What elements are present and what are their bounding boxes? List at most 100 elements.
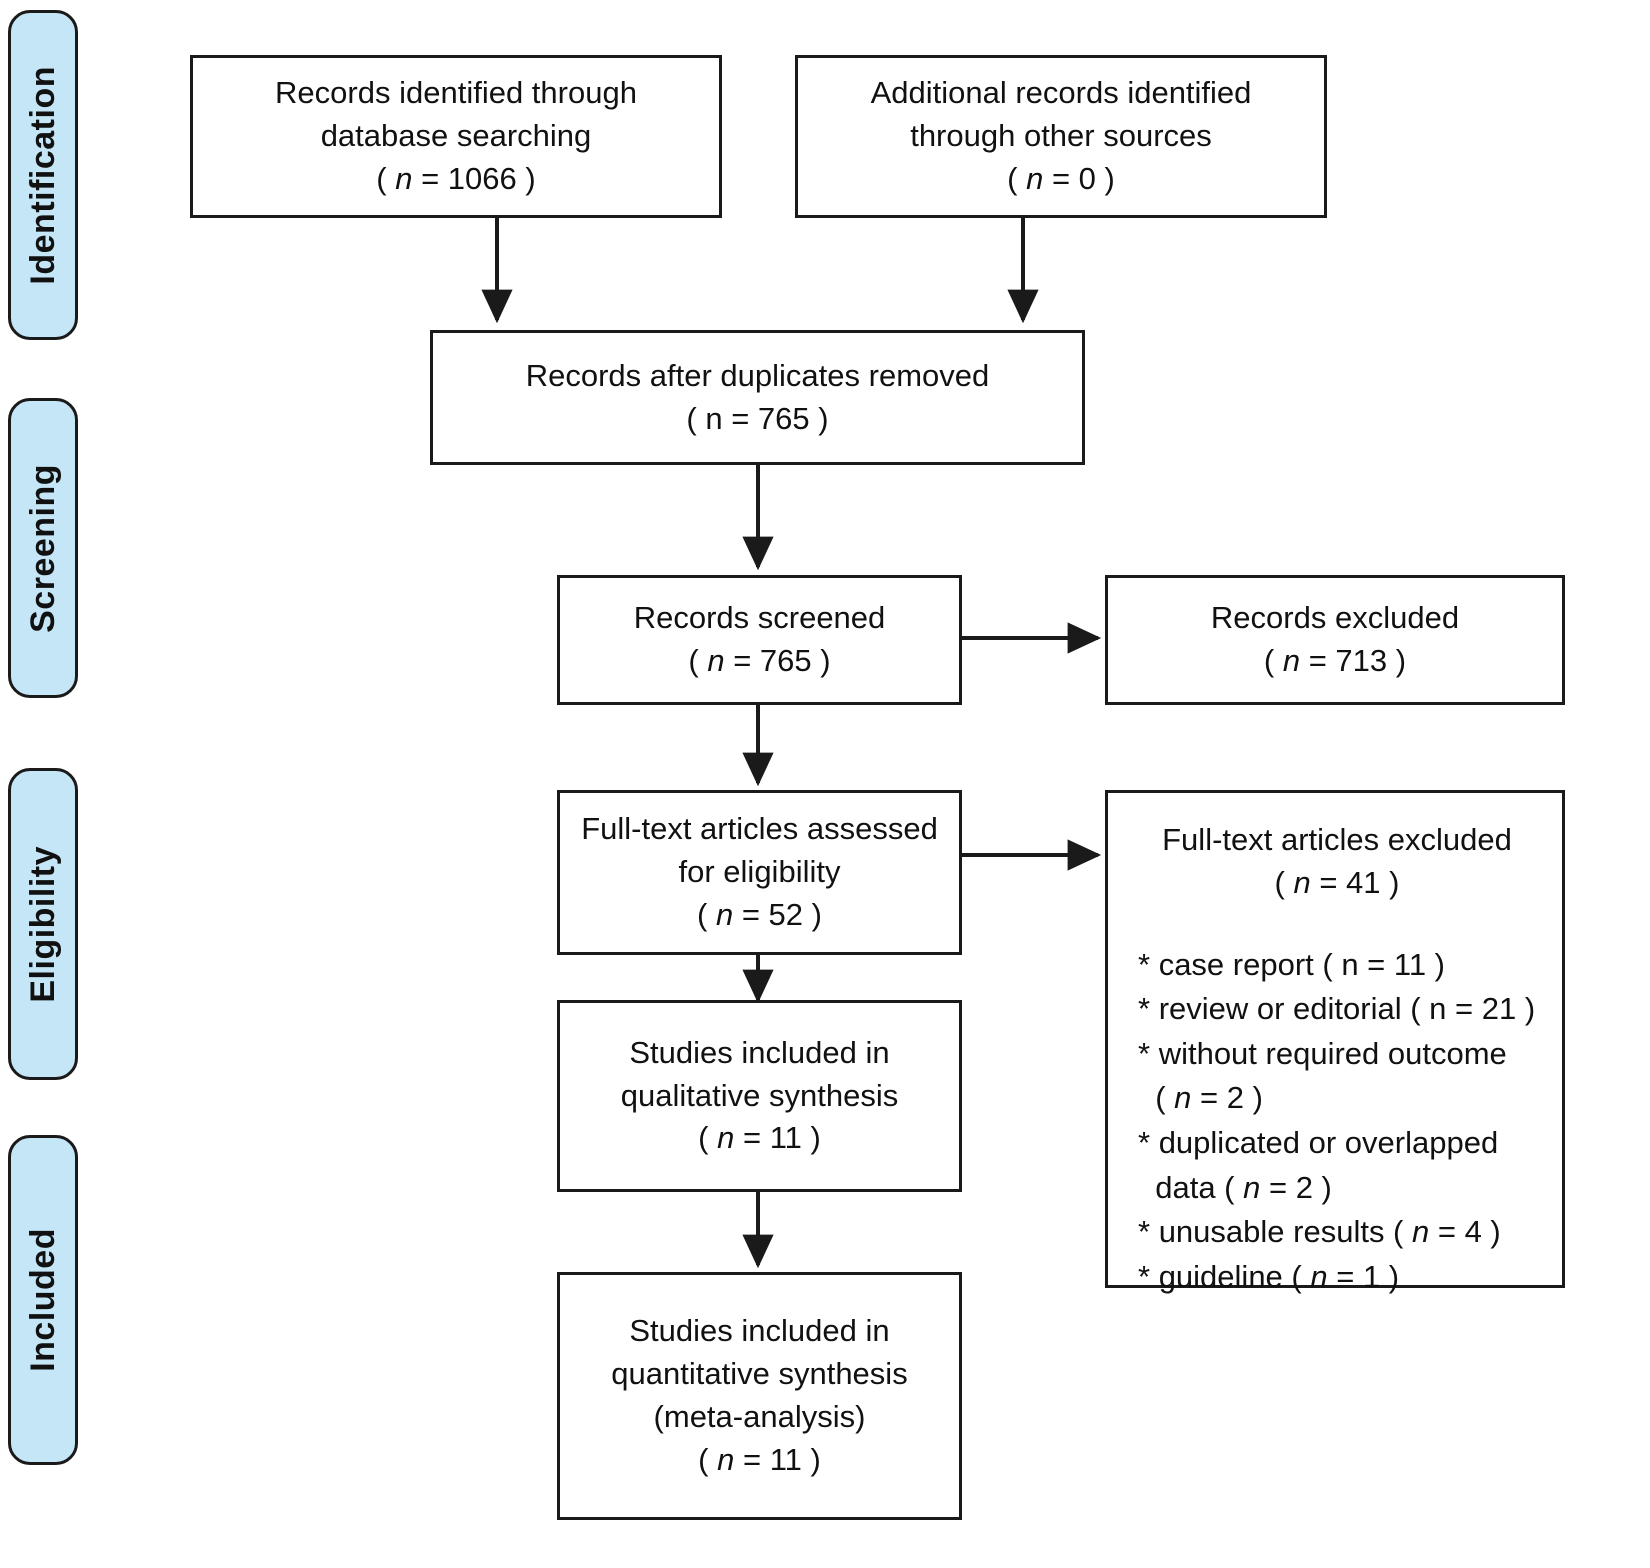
count-variable-n: n: [1282, 643, 1301, 678]
box-fulltext-excluded-count: ( n = 41 ): [1130, 862, 1544, 905]
count-prefix: (: [688, 643, 708, 678]
box-qualitative-synthesis-line1: Studies included in: [629, 1034, 890, 1070]
count-variable-n: n: [717, 1441, 735, 1477]
exclusion-reason-item: * unusable results ( n = 4 ): [1138, 1210, 1544, 1255]
box-qualitative-synthesis-line2: qualitative synthesis: [620, 1077, 899, 1113]
box-additional-records-line1: Additional records identified: [870, 75, 1252, 111]
box-additional-records: Additional records identified through ot…: [795, 55, 1327, 218]
count-variable-n: n: [1174, 1080, 1192, 1116]
box-fulltext-assessed: Full-text articles assessed for eligibil…: [557, 790, 962, 955]
box-records-identified-line1: Records identified through: [275, 75, 637, 111]
box-fulltext-assessed-count: ( n = 52 ): [581, 894, 938, 937]
exclusion-reason-text: guideline (: [1150, 1258, 1311, 1294]
box-records-screened-count: ( n = 765 ): [634, 640, 886, 683]
exclusion-reason-item: * guideline ( n = 1 ): [1138, 1255, 1544, 1300]
exclusion-reason-item: ( n = 2 ): [1138, 1076, 1544, 1121]
count-value: = 713 ): [1300, 643, 1407, 678]
box-records-after-duplicates-count: ( n = 765 ): [686, 400, 829, 436]
box-qualitative-synthesis: Studies included in qualitative synthesi…: [557, 1000, 962, 1192]
exclusion-reason-count: = 2 ): [1260, 1169, 1332, 1205]
box-records-screened-text: Records screened ( n = 765 ): [620, 597, 900, 683]
box-records-after-duplicates-text: Records after duplicates removed ( n = 7…: [512, 355, 1004, 441]
box-records-excluded-count: ( n = 713 ): [1211, 640, 1459, 683]
exclusion-reason-text: (: [1138, 1080, 1175, 1116]
bullet-asterisk-icon: *: [1138, 946, 1151, 982]
count-value: = 0 ): [1043, 160, 1115, 196]
count-prefix: (: [697, 896, 716, 932]
exclusion-reason-text: duplicated or overlapped: [1150, 1125, 1499, 1161]
exclusion-reason-count: = 4 ): [1429, 1214, 1501, 1250]
count-value: = 765 ): [724, 643, 831, 678]
bullet-asterisk-icon: *: [1138, 1035, 1151, 1071]
count-value: = 11 ): [734, 1441, 821, 1477]
box-qualitative-synthesis-text: Studies included in qualitative synthesi…: [607, 1032, 912, 1160]
count-prefix: (: [376, 160, 396, 196]
exclusion-reason-item: * duplicated or overlapped: [1138, 1121, 1544, 1166]
box-additional-records-count: ( n = 0 ): [871, 158, 1252, 201]
count-variable-n: n: [717, 1120, 735, 1156]
box-records-identified-line2: database searching: [320, 118, 592, 154]
box-fulltext-excluded: Full-text articles excluded ( n = 41 ) *…: [1105, 790, 1565, 1294]
exclusion-reason-item: * review or editorial ( n = 21 ): [1138, 987, 1544, 1032]
stage-label-screening-text: Screening: [24, 463, 62, 633]
stage-label-included-text: Included: [24, 1228, 62, 1372]
count-variable-n: n: [1310, 1258, 1328, 1294]
box-fulltext-assessed-line2: for eligibility: [678, 854, 841, 890]
bullet-asterisk-icon: *: [1138, 1214, 1151, 1250]
box-records-excluded-text: Records excluded ( n = 713 ): [1197, 597, 1473, 683]
exclusion-reason-count: = 1 ): [1327, 1258, 1400, 1294]
exclusion-reason-item: data ( n = 2 ): [1138, 1166, 1544, 1211]
stage-label-identification: Identification: [8, 10, 78, 340]
box-quantitative-synthesis: Studies included in quantitative synthes…: [557, 1272, 962, 1520]
count-variable-n: n: [715, 896, 734, 932]
box-records-excluded-line1: Records excluded: [1210, 600, 1460, 636]
exclusion-reason-text: without required outcome: [1150, 1035, 1507, 1071]
count-prefix: (: [698, 1120, 718, 1156]
bullet-asterisk-icon: *: [1138, 1258, 1151, 1294]
box-quantitative-synthesis-text: Studies included in quantitative synthes…: [597, 1310, 921, 1481]
exclusion-reasons-list: * case report ( n = 11 )* review or edit…: [1130, 943, 1544, 1300]
count-prefix: (: [1263, 643, 1283, 678]
bullet-asterisk-icon: *: [1138, 1125, 1151, 1161]
box-records-screened: Records screened ( n = 765 ): [557, 575, 962, 705]
box-records-identified: Records identified through database sear…: [190, 55, 722, 218]
box-fulltext-excluded-title: Full-text articles excluded ( n = 41 ): [1130, 819, 1544, 905]
box-records-after-duplicates: Records after duplicates removed ( n = 7…: [430, 330, 1085, 465]
box-additional-records-line2: through other sources: [910, 118, 1212, 154]
stage-label-eligibility: Eligibility: [8, 768, 78, 1080]
count-variable-n: n: [707, 643, 725, 678]
box-quantitative-synthesis-line1: Studies included in: [629, 1313, 890, 1349]
box-records-excluded: Records excluded ( n = 713 ): [1105, 575, 1565, 705]
box-quantitative-synthesis-count: ( n = 11 ): [611, 1439, 907, 1482]
count-variable-n: n: [395, 160, 413, 196]
exclusion-reason-text: unusable results (: [1150, 1214, 1412, 1250]
count-value: = 1066 ): [412, 160, 536, 196]
count-prefix: (: [698, 1441, 718, 1477]
stage-label-identification-text: Identification: [24, 65, 62, 285]
exclusion-reason-text: data (: [1138, 1169, 1244, 1205]
bullet-asterisk-icon: *: [1138, 991, 1151, 1027]
stage-label-eligibility-text: Eligibility: [24, 845, 62, 1003]
box-fulltext-assessed-line1: Full-text articles assessed: [581, 811, 938, 847]
count-variable-n: n: [1412, 1214, 1430, 1250]
count-variable-n: n: [1293, 864, 1311, 900]
stage-label-included: Included: [8, 1135, 78, 1465]
exclusion-reason-count: = 2 ): [1191, 1080, 1263, 1116]
box-additional-records-text: Additional records identified through ot…: [857, 72, 1266, 200]
box-quantitative-synthesis-line2: quantitative synthesis: [611, 1356, 908, 1392]
box-quantitative-synthesis-line3: (meta-analysis): [653, 1399, 866, 1434]
count-prefix: (: [1007, 160, 1027, 196]
box-fulltext-assessed-text: Full-text articles assessed for eligibil…: [567, 808, 952, 936]
exclusion-reason-text: case report ( n = 11 ): [1150, 946, 1446, 982]
exclusion-reason-item: * case report ( n = 11 ): [1138, 943, 1544, 988]
count-value: = 41 ): [1310, 864, 1400, 900]
exclusion-reason-item: * without required outcome: [1138, 1032, 1544, 1077]
count-value: = 11 ): [734, 1120, 821, 1156]
count-prefix: (: [1274, 864, 1294, 900]
count-value: = 52 ): [733, 896, 822, 932]
count-variable-n: n: [1026, 160, 1044, 196]
box-records-identified-count: ( n = 1066 ): [275, 158, 637, 201]
box-records-identified-text: Records identified through database sear…: [261, 72, 651, 200]
box-records-after-duplicates-line1: Records after duplicates removed: [525, 357, 990, 393]
